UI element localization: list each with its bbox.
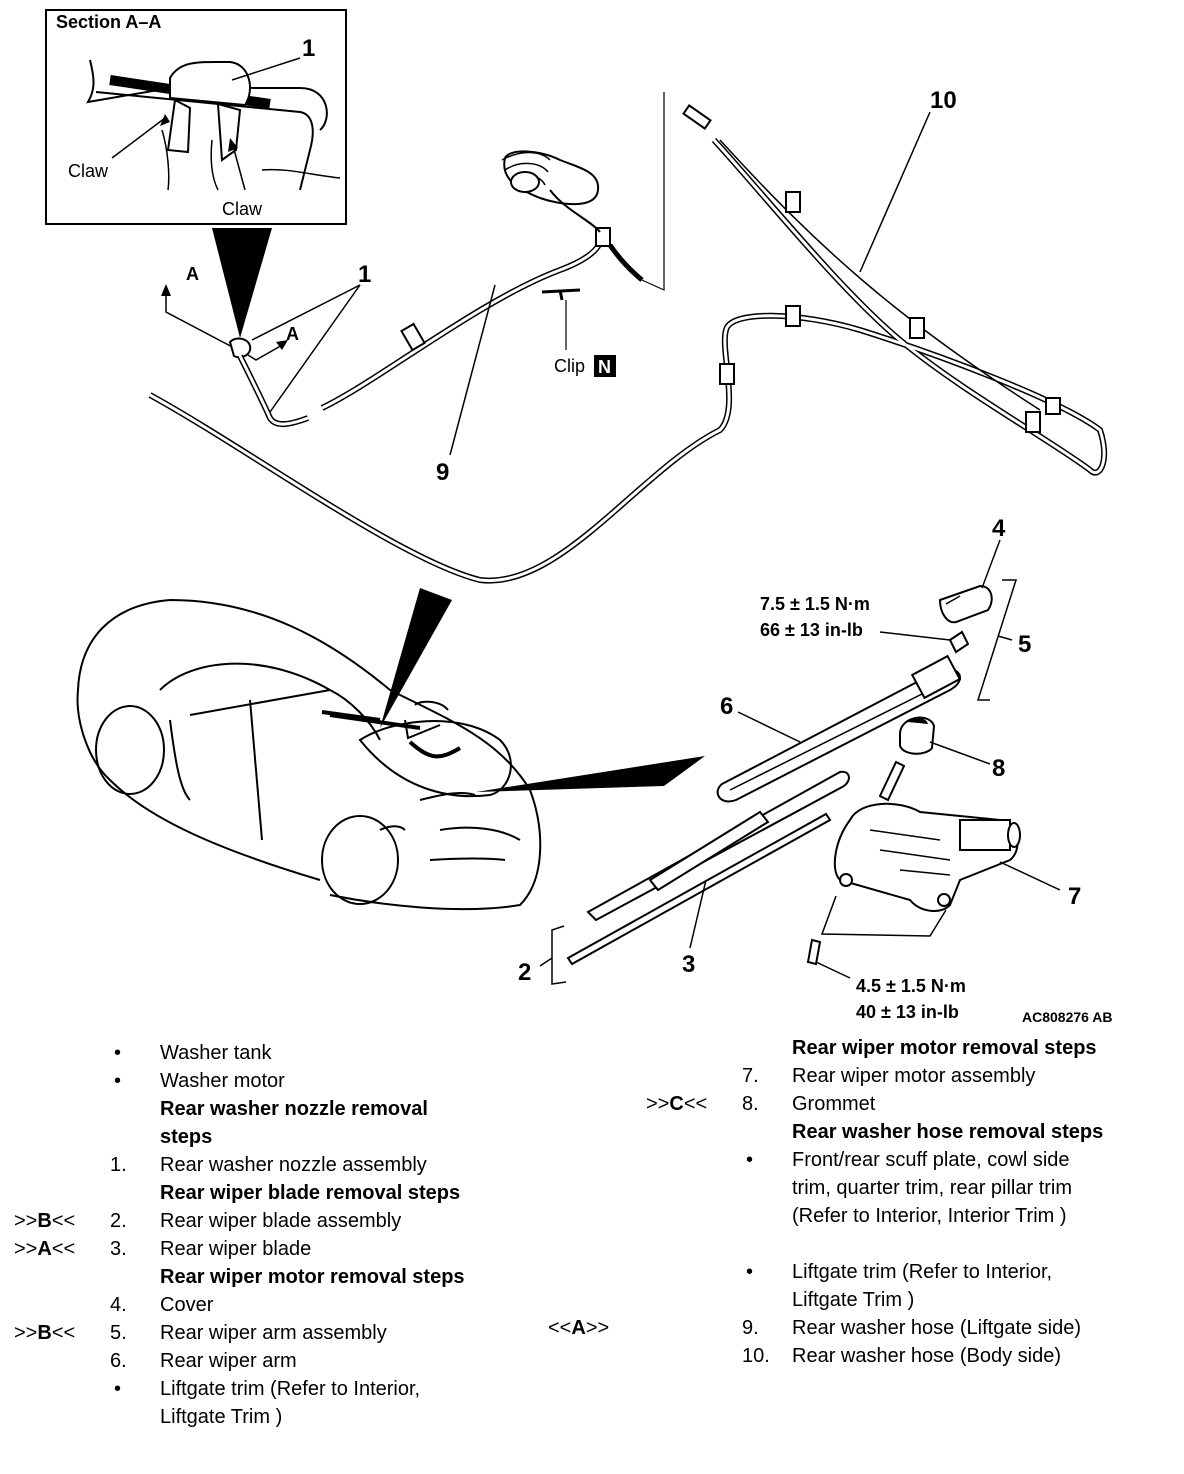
step-text: Washer motor (160, 1070, 285, 1092)
step-note-mark-prefix: >> (14, 1322, 38, 1344)
step-text: Cover (160, 1294, 214, 1316)
claw-label-left: Claw (68, 161, 109, 181)
step-note-mark: >>B<< (14, 1319, 75, 1347)
step-group-heading: steps (160, 1126, 213, 1148)
hatchback-car-illustration (76, 598, 542, 911)
section-cut-markers: A A (161, 264, 299, 361)
callout-6: 6 (720, 693, 733, 720)
step-note-mark: <<A>> (548, 1314, 609, 1342)
exploded-parts-diagram: Section A–A Claw Claw 1 A A (45, 9, 1113, 1025)
step-note-mark-key: A (571, 1317, 586, 1339)
step-note-mark-prefix: >> (14, 1210, 38, 1232)
step-text: Liftgate Trim ) (160, 1406, 283, 1428)
callout-5: 5 (1018, 631, 1031, 658)
step-text: Liftgate Trim ) (792, 1289, 915, 1311)
step-text: Rear wiper arm assembly (160, 1322, 387, 1344)
step-number: 8. (742, 1093, 759, 1115)
callout-8: 8 (992, 755, 1005, 782)
section-marker-a-2: A (286, 324, 299, 344)
step-note-mark-prefix: << (548, 1317, 572, 1339)
step-group-heading: Rear washer hose removal steps (792, 1121, 1104, 1143)
step-group-heading: Rear washer nozzle removal (160, 1098, 428, 1120)
step-number: 5. (110, 1322, 127, 1344)
wiper-arm-and-blade: 6 2 3 (518, 654, 962, 986)
step-number: 3. (110, 1238, 127, 1260)
zoom-wedge-hose (380, 588, 452, 728)
section-marker-a-1: A (186, 264, 199, 284)
step-note-mark-suffix: << (51, 1210, 76, 1232)
step-text: Rear washer hose (Liftgate side) (792, 1317, 1082, 1339)
callout-4: 4 (992, 515, 1006, 542)
step-note-mark-suffix: << (51, 1238, 76, 1260)
body-side-hose: 10 (148, 87, 1108, 584)
torque-top-imperial: 66 ± 13 in-lb (760, 620, 863, 640)
wiper-motor: 7 4.5 ± 1.5 N·m 40 ± 13 in-lb AC808276 A… (806, 760, 1113, 1025)
callout-7: 7 (1068, 883, 1081, 910)
torque-bottom-metric: 4.5 ± 1.5 N·m (856, 976, 966, 996)
claw-label-right: Claw (222, 199, 263, 219)
torque-top-metric: 7.5 ± 1.5 N·m (760, 594, 870, 614)
step-note-mark-prefix: >> (646, 1093, 670, 1115)
step-note-mark-key: B (37, 1322, 52, 1344)
callout-3: 3 (682, 951, 695, 978)
clip-label: Clip (554, 356, 585, 376)
figure-code: AC808276 AB (1022, 1009, 1113, 1025)
step-text: Grommet (792, 1093, 876, 1115)
zoom-wedge-inset (212, 228, 272, 338)
step-text: Rear washer nozzle assembly (160, 1154, 427, 1176)
bullet: • (114, 1378, 122, 1400)
callout-1-inset: 1 (302, 35, 315, 62)
step-number: 2. (110, 1210, 127, 1232)
clip-badge-text: N (598, 357, 611, 377)
step-note-mark: >>A<< (14, 1235, 75, 1263)
zoom-wedge-wiper (476, 756, 705, 792)
step-text: Liftgate trim (Refer to Interior, (160, 1378, 421, 1400)
step-text: Rear wiper arm (160, 1350, 297, 1372)
step-group-heading: Rear wiper motor removal steps (792, 1037, 1097, 1059)
step-note-mark: >>C<< (646, 1090, 707, 1118)
callout-1: 1 (358, 261, 371, 288)
step-text: Front/rear scuff plate, cowl side (792, 1149, 1070, 1171)
callout-10: 10 (930, 87, 957, 114)
step-text: Rear wiper blade (160, 1238, 312, 1260)
step-note-mark: >>B<< (14, 1207, 75, 1235)
bullet: • (114, 1042, 122, 1064)
step-number: 4. (110, 1294, 127, 1316)
step-number: 1. (110, 1154, 127, 1176)
step-text: Rear washer hose (Body side) (792, 1345, 1062, 1367)
callout-2: 2 (518, 959, 531, 986)
step-text: (Refer to Interior, Interior Trim ) (792, 1205, 1067, 1227)
callout-9: 9 (436, 459, 449, 486)
section-title: Section A–A (56, 12, 161, 32)
step-text: Washer tank (160, 1042, 272, 1064)
bullet: • (746, 1261, 754, 1283)
torque-bottom-imperial: 40 ± 13 in-lb (856, 1002, 959, 1022)
bullet: • (746, 1149, 754, 1171)
step-text: Liftgate trim (Refer to Interior, (792, 1261, 1053, 1283)
bullet: • (114, 1070, 122, 1092)
step-note-mark-suffix: << (683, 1093, 708, 1115)
step-number: 7. (742, 1065, 759, 1087)
cover-and-nut: 4 5 7.5 ± 1.5 N·m 66 ± 13 in-lb (760, 515, 1031, 701)
step-number: 10. (742, 1345, 770, 1367)
step-note-mark-prefix: >> (14, 1238, 38, 1260)
step-note-mark-key: C (669, 1093, 684, 1115)
step-group-heading: Rear wiper motor removal steps (160, 1266, 465, 1288)
step-note-mark-key: B (37, 1210, 52, 1232)
step-text: Rear wiper motor assembly (792, 1065, 1036, 1087)
grommet: 8 (899, 716, 1005, 782)
step-text: trim, quarter trim, rear pillar trim (792, 1177, 1073, 1199)
step-text: Rear wiper blade assembly (160, 1210, 402, 1232)
nozzle-and-liftgate-hose: Clip N 1 9 (228, 92, 665, 486)
step-note-mark-suffix: >> (585, 1317, 610, 1339)
clip-new-badge (594, 355, 616, 377)
step-number: 9. (742, 1317, 759, 1339)
step-number: 6. (110, 1350, 127, 1372)
step-note-mark-suffix: << (51, 1322, 76, 1344)
step-note-mark-key: A (37, 1238, 52, 1260)
step-group-heading: Rear wiper blade removal steps (160, 1182, 461, 1204)
section-inset: Section A–A Claw Claw 1 (45, 9, 347, 225)
